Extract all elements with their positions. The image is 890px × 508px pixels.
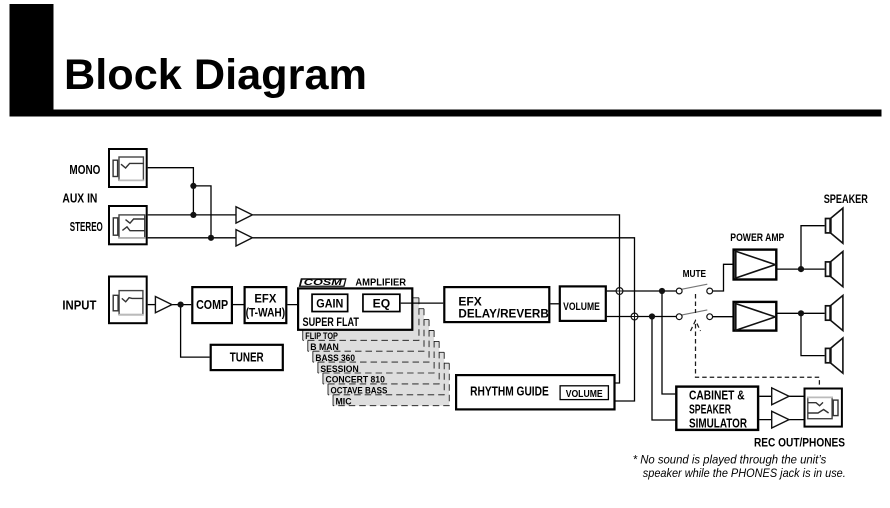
svg-text:TUNER: TUNER <box>230 349 264 364</box>
svg-text:MONO: MONO <box>69 162 100 177</box>
svg-text:EQ: EQ <box>373 297 391 311</box>
svg-text:MUTE: MUTE <box>683 268 707 280</box>
svg-text:B MAN: B MAN <box>310 342 339 353</box>
svg-text:SPEAKER: SPEAKER <box>689 403 731 417</box>
svg-text:DELAY/REVERB: DELAY/REVERB <box>458 307 549 321</box>
svg-text:COSM: COSM <box>304 278 343 287</box>
svg-text:Block Diagram: Block Diagram <box>64 51 367 99</box>
svg-text:SUPER FLAT: SUPER FLAT <box>303 315 360 329</box>
svg-text:REC OUT/PHONES: REC OUT/PHONES <box>754 436 845 450</box>
svg-text:STEREO: STEREO <box>70 219 103 234</box>
svg-text:MIC: MIC <box>336 397 352 408</box>
svg-text:GAIN: GAIN <box>316 297 343 311</box>
svg-text:COMP: COMP <box>196 297 228 312</box>
svg-text:RHYTHM GUIDE: RHYTHM GUIDE <box>470 385 549 399</box>
svg-text:POWER AMP: POWER AMP <box>730 232 784 244</box>
svg-text:FLIP TOP: FLIP TOP <box>305 331 338 342</box>
svg-text:SPEAKER: SPEAKER <box>824 194 869 206</box>
svg-text:EFX: EFX <box>458 294 481 308</box>
svg-text:SESSION: SESSION <box>320 364 358 375</box>
svg-text:AUX IN: AUX IN <box>62 190 97 205</box>
svg-text:EFX: EFX <box>254 292 276 306</box>
svg-text:SIMULATOR: SIMULATOR <box>689 416 747 430</box>
svg-text:(T-WAH): (T-WAH) <box>246 306 286 320</box>
svg-text:VOLUME: VOLUME <box>563 301 600 313</box>
svg-text:INPUT: INPUT <box>62 298 96 313</box>
svg-text:CABINET &: CABINET & <box>689 389 745 403</box>
svg-text:VOLUME: VOLUME <box>566 389 603 400</box>
svg-text:CONCERT 810: CONCERT 810 <box>326 375 385 386</box>
svg-text:OCTAVE BASS: OCTAVE BASS <box>331 386 388 397</box>
svg-text:AMPLIFIER: AMPLIFIER <box>355 276 406 288</box>
svg-text:speaker while the PHONES jack: speaker while the PHONES jack is in use. <box>643 466 846 480</box>
svg-text:* No sound is played through t: * No sound is played through the unit’s <box>633 452 827 466</box>
svg-text:BASS 360: BASS 360 <box>315 353 355 364</box>
